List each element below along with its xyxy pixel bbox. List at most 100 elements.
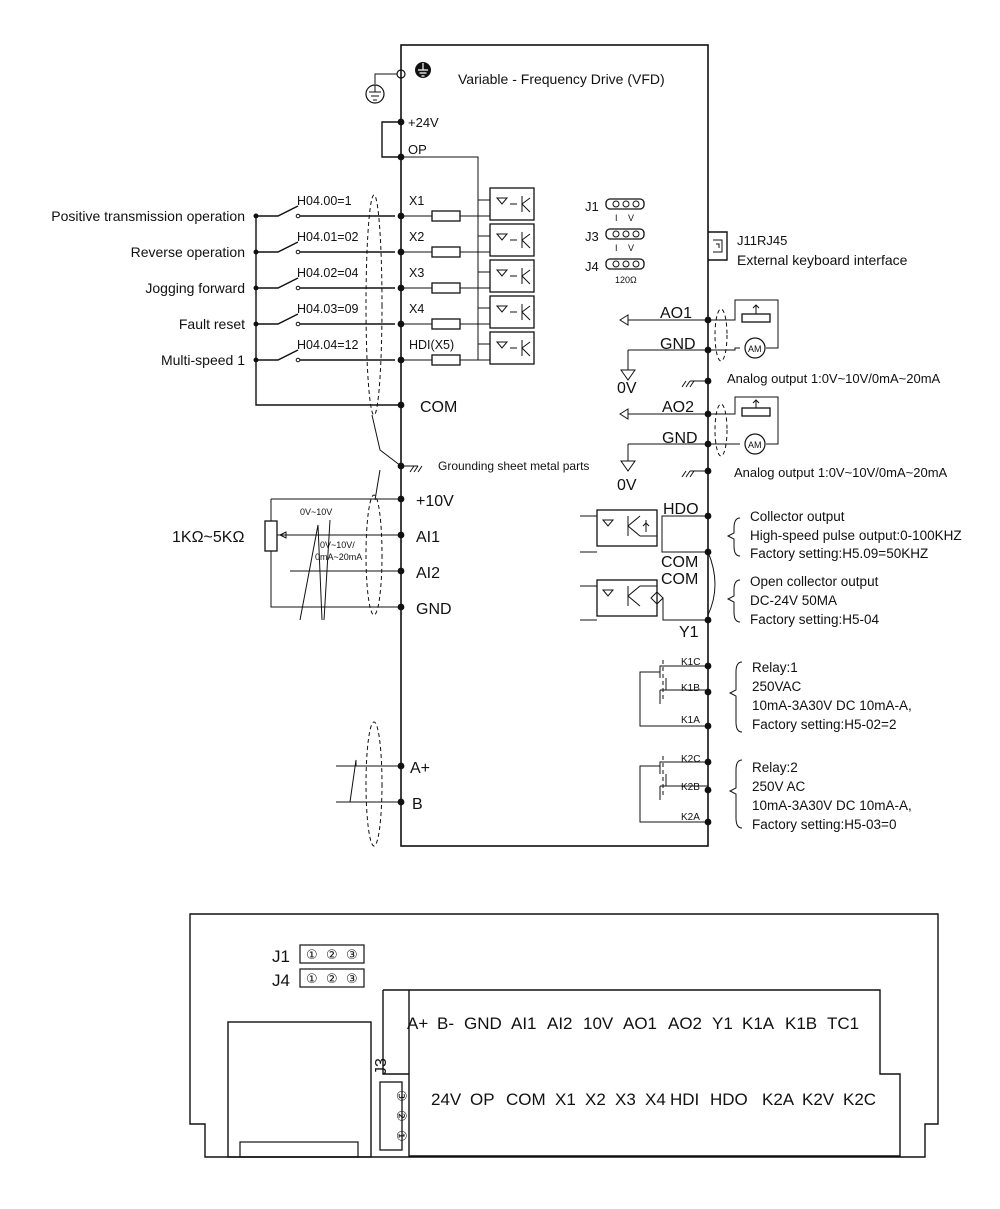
terminal-label: K2A <box>762 1090 795 1109</box>
terminal-label: X4 <box>645 1090 666 1109</box>
input-param: H04.04=12 <box>297 338 359 352</box>
terminal-label: HDI <box>670 1090 699 1109</box>
com-label: COM <box>661 554 698 571</box>
keyboard-label: External keyboard interface <box>737 252 908 268</box>
com-label: COM <box>661 571 698 588</box>
input-row: Fault reset H04.03=09 X4 <box>179 302 490 332</box>
pin-label: ① <box>306 971 318 986</box>
earth-ground-icon <box>365 62 431 104</box>
relay-terminal: K1A <box>681 715 700 726</box>
terminal-label: GND <box>464 1014 502 1033</box>
board-j1-label: J1 <box>272 947 290 966</box>
input-label: Jogging forward <box>145 280 245 296</box>
collector-outputs: HDO COM COM Y1 Collector output High-spe… <box>580 501 962 641</box>
hdo-desc: High-speed pulse output:0-100KHZ <box>750 528 962 543</box>
pot-range: 0V~10V <box>300 507 332 517</box>
input-terminal: HDI(X5) <box>409 338 454 352</box>
hdo-label: HDO <box>663 501 699 518</box>
pin-label: ① <box>306 947 318 962</box>
terminal-label: 24V <box>431 1090 462 1109</box>
terminal-label: AO1 <box>623 1014 657 1033</box>
optocoupler-icon <box>596 579 658 617</box>
j4-label: J4 <box>585 259 599 274</box>
input-param: H04.03=09 <box>297 302 359 316</box>
pin-label: ② <box>326 947 338 962</box>
y1-label: Y1 <box>679 624 699 641</box>
shield-cable-icon <box>365 194 383 416</box>
y1-desc: Factory setting:H5-04 <box>750 612 880 627</box>
terminal-label: K1A <box>742 1014 775 1033</box>
input-param: H04.00=1 <box>297 194 352 208</box>
plus10-label: +10V <box>416 493 454 510</box>
j1-label: J1 <box>585 199 599 214</box>
ammeter-icon <box>744 433 766 455</box>
input-row: Reverse operation H04.01=02 X2 <box>131 230 490 260</box>
hdo-desc: Collector output <box>750 509 845 524</box>
iv-label: V <box>628 243 634 253</box>
ai1-label: AI1 <box>416 529 440 546</box>
terminal-label: A+ <box>407 1014 428 1033</box>
terminal-label: X1 <box>555 1090 576 1109</box>
relay-terminal: K2B <box>681 782 700 793</box>
am-label: AM <box>748 440 762 450</box>
terminal-label: HDO <box>710 1090 748 1109</box>
optocoupler-icon <box>596 509 658 547</box>
am-label: AM <box>748 344 762 354</box>
rs485: A+ B <box>336 721 430 847</box>
y1-desc: DC-24V 50MA <box>750 593 837 608</box>
ao-gnd: GND <box>660 336 696 353</box>
pot-range: 0mA~20mA <box>315 552 362 562</box>
ao-zero: 0V <box>617 380 637 397</box>
relay-desc: 10mA-3A30V DC 10mA-A, <box>752 698 912 713</box>
input-terminal: X3 <box>409 266 424 280</box>
ammeter-icon <box>744 337 766 359</box>
ao-desc: Analog output 1:0V~10V/0mA~20mA <box>727 371 941 386</box>
analog-output-2: AO2 GND 0V AM Analog output 1:0V~10V/0mA… <box>617 396 948 494</box>
com-label: COM <box>420 399 457 416</box>
terminal-label: AO2 <box>668 1014 702 1033</box>
terminal-label: TC1 <box>827 1014 859 1033</box>
iv-label: V <box>628 213 634 223</box>
ao-terminal: AO2 <box>662 399 694 416</box>
terminal-label: AI1 <box>511 1014 537 1033</box>
terminal-label: K2V <box>802 1090 835 1109</box>
terminal-label: K1B <box>785 1014 817 1033</box>
op-label: OP <box>408 142 427 157</box>
terminal-board: J1 J4 ① ② ③ ① ② ③ J3 ③ ② ① A+ B- GND AI1… <box>189 913 939 1158</box>
input-label: Multi-speed 1 <box>161 352 245 368</box>
analog-output-1: AO1 GND 0V AM Analog output 1:0V~10V/0mA… <box>617 299 941 397</box>
relay-desc: 250V AC <box>752 779 806 794</box>
connector-block <box>227 1021 372 1158</box>
ao-zero: 0V <box>617 477 637 494</box>
relay-1: K1C K1B K1A Relay:1 250VAC 10mA-3A30V DC… <box>639 657 912 733</box>
relay-2: K2C K2B K2A Relay:2 250V AC 10mA-3A30V D… <box>639 754 912 832</box>
ai2-label: AI2 <box>416 565 440 582</box>
terminal-bottom-row: 24V OP COM X1 X2 X3 X4 HDI HDO K2A K2V K… <box>431 1090 876 1109</box>
relay-desc: 10mA-3A30V DC 10mA-A, <box>752 798 912 813</box>
input-terminal: X4 <box>409 302 424 316</box>
pin-label: ③ <box>394 1090 409 1102</box>
iv-label: I <box>615 213 618 223</box>
analog-inputs: +10V AI1 AI2 GND 1KΩ~5KΩ 0V~10V 0V~10V/ … <box>172 469 454 621</box>
ao-gnd: GND <box>662 430 698 447</box>
relay-terminal: K2A <box>681 812 700 823</box>
relay-desc: Factory setting:H5-02=2 <box>752 717 896 732</box>
terminal-label: OP <box>470 1090 495 1109</box>
terminal-label: B- <box>437 1014 454 1033</box>
jumper-icon <box>605 198 645 270</box>
pin-label: ② <box>394 1110 409 1122</box>
input-terminal: X1 <box>409 194 424 208</box>
terminal-label: COM <box>506 1090 546 1109</box>
pin-label: ③ <box>346 947 358 962</box>
input-row: Positive transmission operation H04.00=1… <box>51 194 490 224</box>
terminal-label: AI2 <box>547 1014 573 1033</box>
jumpers: J1 J3 J4 I V I V 120Ω J11RJ45 External k… <box>585 198 908 285</box>
relay-desc: Relay:2 <box>752 760 798 775</box>
vfd-title: Variable - Frequency Drive (VFD) <box>458 71 665 87</box>
terminal-label: X2 <box>585 1090 606 1109</box>
gnd-label: GND <box>416 601 452 618</box>
pin-label: ② <box>326 971 338 986</box>
board-j4-label: J4 <box>272 971 290 990</box>
rj45-label: J11RJ45 <box>737 233 787 248</box>
input-param: H04.02=04 <box>297 266 359 280</box>
